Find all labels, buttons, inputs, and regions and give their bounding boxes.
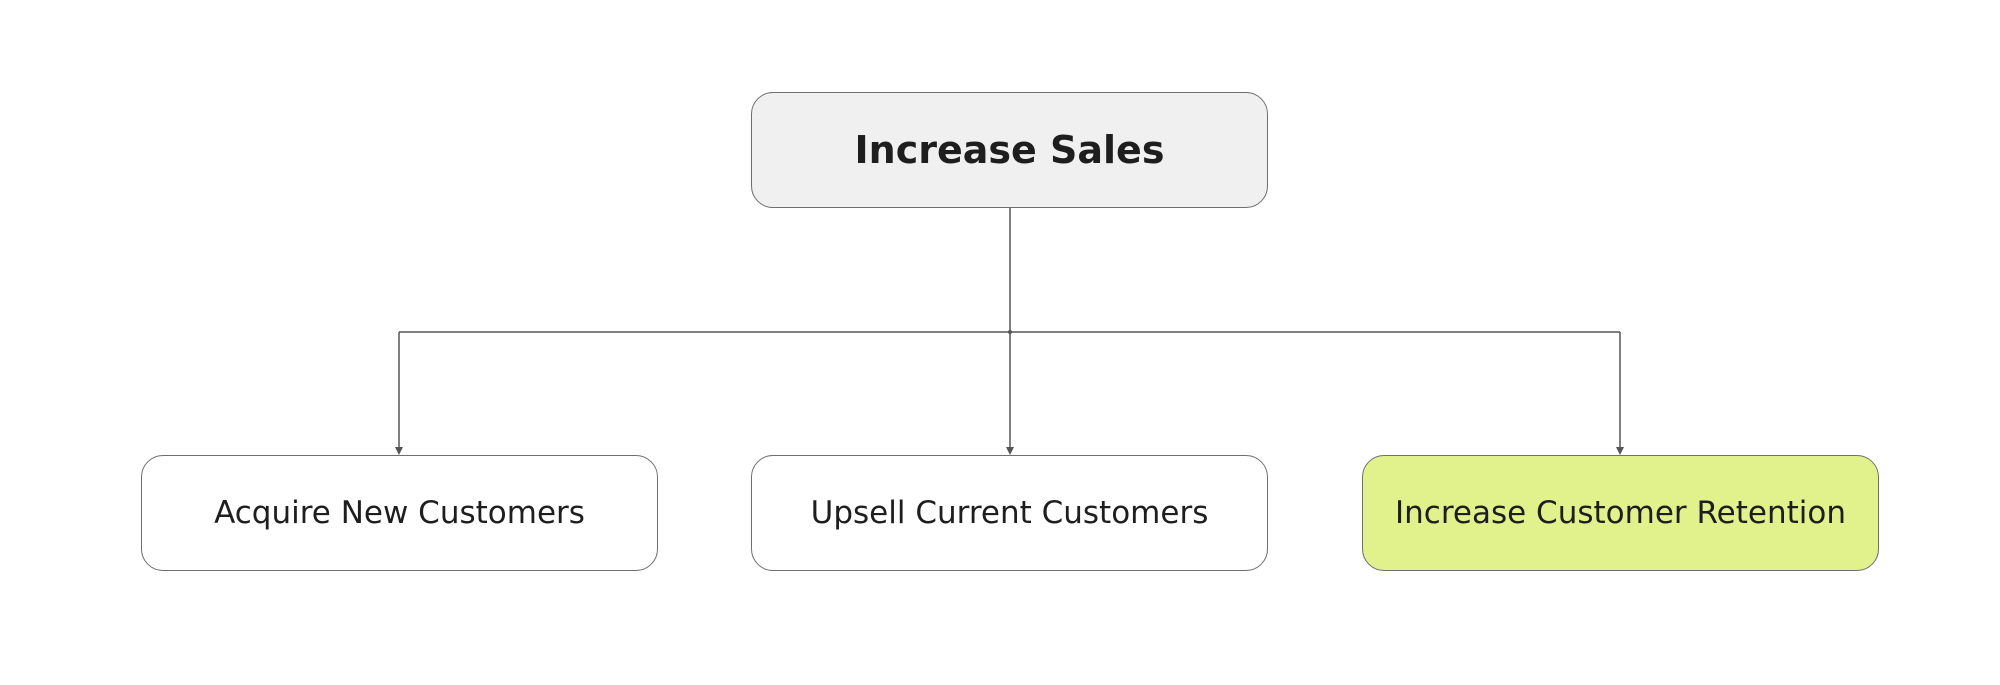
child-node-increase-customer-retention[interactable]: Increase Customer Retention xyxy=(1362,455,1879,571)
child-node-upsell-current-customers[interactable]: Upsell Current Customers xyxy=(751,455,1268,571)
child-node-acquire-new-customers[interactable]: Acquire New Customers xyxy=(141,455,658,571)
root-node-increase-sales[interactable]: Increase Sales xyxy=(751,92,1268,208)
root-node-label: Increase Sales xyxy=(854,128,1165,172)
junction-dot xyxy=(1008,330,1012,334)
child-node-label: Upsell Current Customers xyxy=(810,495,1209,531)
child-node-label: Acquire New Customers xyxy=(214,495,585,531)
child-node-label: Increase Customer Retention xyxy=(1395,495,1846,531)
